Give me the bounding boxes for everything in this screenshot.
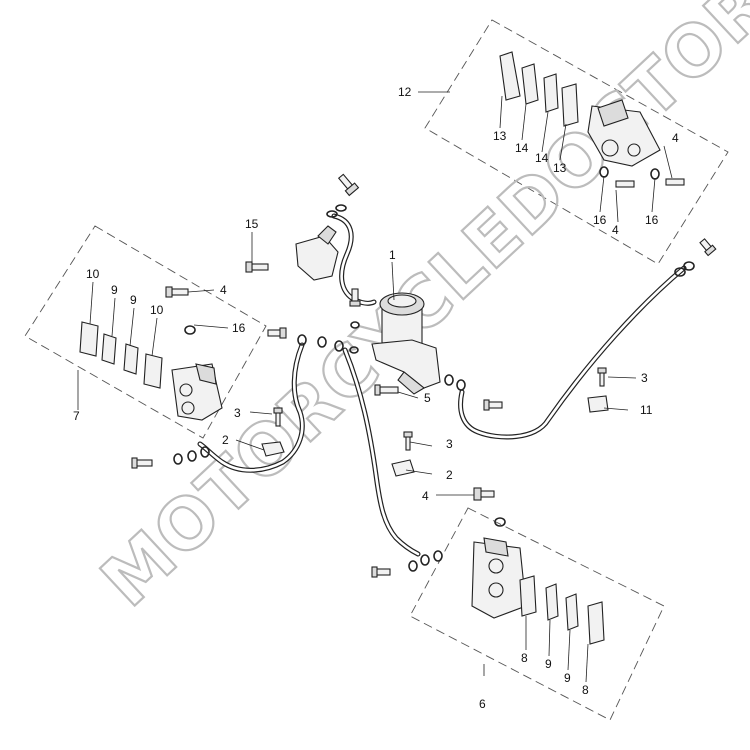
callout-5: 5 xyxy=(424,391,431,405)
callout-3: 3 xyxy=(446,437,453,451)
callout-15: 15 xyxy=(245,217,259,231)
callout-13: 13 xyxy=(493,129,507,143)
callout-7: 7 xyxy=(73,409,80,423)
callout-14: 14 xyxy=(535,151,549,165)
callout-14: 14 xyxy=(515,141,529,155)
shim-9 xyxy=(545,583,559,621)
callout-8: 8 xyxy=(521,651,528,665)
callout-9: 9 xyxy=(130,293,137,307)
bolt-5 xyxy=(374,384,399,396)
callout-16: 16 xyxy=(645,213,659,227)
callout-4: 4 xyxy=(422,489,429,503)
hose-fittings xyxy=(131,173,717,578)
shim-9 xyxy=(565,593,579,631)
callout-9: 9 xyxy=(545,657,552,671)
shim-14 xyxy=(521,63,539,105)
leader-lines xyxy=(77,91,673,683)
callout-9: 9 xyxy=(111,283,118,297)
brake-pad-8 xyxy=(587,601,605,645)
callout-2: 2 xyxy=(222,433,229,447)
callout-10: 10 xyxy=(86,267,100,281)
brake-pad-13 xyxy=(499,51,521,101)
callout-labels: 1 2 2 3 3 3 4 4 4 4 5 6 7 8 8 9 9 9 9 10… xyxy=(73,85,679,711)
right-front-caliper-assembly xyxy=(471,487,605,645)
callout-11: 11 xyxy=(640,403,653,417)
hose-clips xyxy=(261,367,609,477)
callout-12: 12 xyxy=(398,85,412,99)
callout-10: 10 xyxy=(150,303,164,317)
brake-pad-8 xyxy=(519,575,537,617)
brake-master-cylinder xyxy=(371,292,441,395)
shim-14 xyxy=(543,73,559,113)
callout-2: 2 xyxy=(446,468,453,482)
callout-13: 13 xyxy=(553,161,567,175)
brake-pad-13 xyxy=(561,83,579,127)
callout-4: 4 xyxy=(612,223,619,237)
callout-4: 4 xyxy=(672,131,679,145)
brake-pad-10 xyxy=(143,353,163,389)
callout-4: 4 xyxy=(220,283,227,297)
group-box-7 xyxy=(24,225,267,439)
callout-9: 9 xyxy=(564,671,571,685)
callout-8: 8 xyxy=(582,683,589,697)
shim-9 xyxy=(123,343,139,375)
brake-pad-10 xyxy=(79,321,99,357)
callout-3: 3 xyxy=(234,406,241,420)
callout-16: 16 xyxy=(593,213,607,227)
group-box-6 xyxy=(409,507,665,721)
fluid-reservoir xyxy=(245,225,339,281)
callout-1: 1 xyxy=(389,248,396,262)
shim-9 xyxy=(101,333,117,365)
left-front-caliper-assembly xyxy=(79,286,223,421)
callout-3: 3 xyxy=(641,371,648,385)
rear-caliper-assembly xyxy=(499,51,685,188)
brake-hoses xyxy=(197,213,687,557)
callout-16: 16 xyxy=(232,321,246,335)
callout-6: 6 xyxy=(479,697,486,711)
